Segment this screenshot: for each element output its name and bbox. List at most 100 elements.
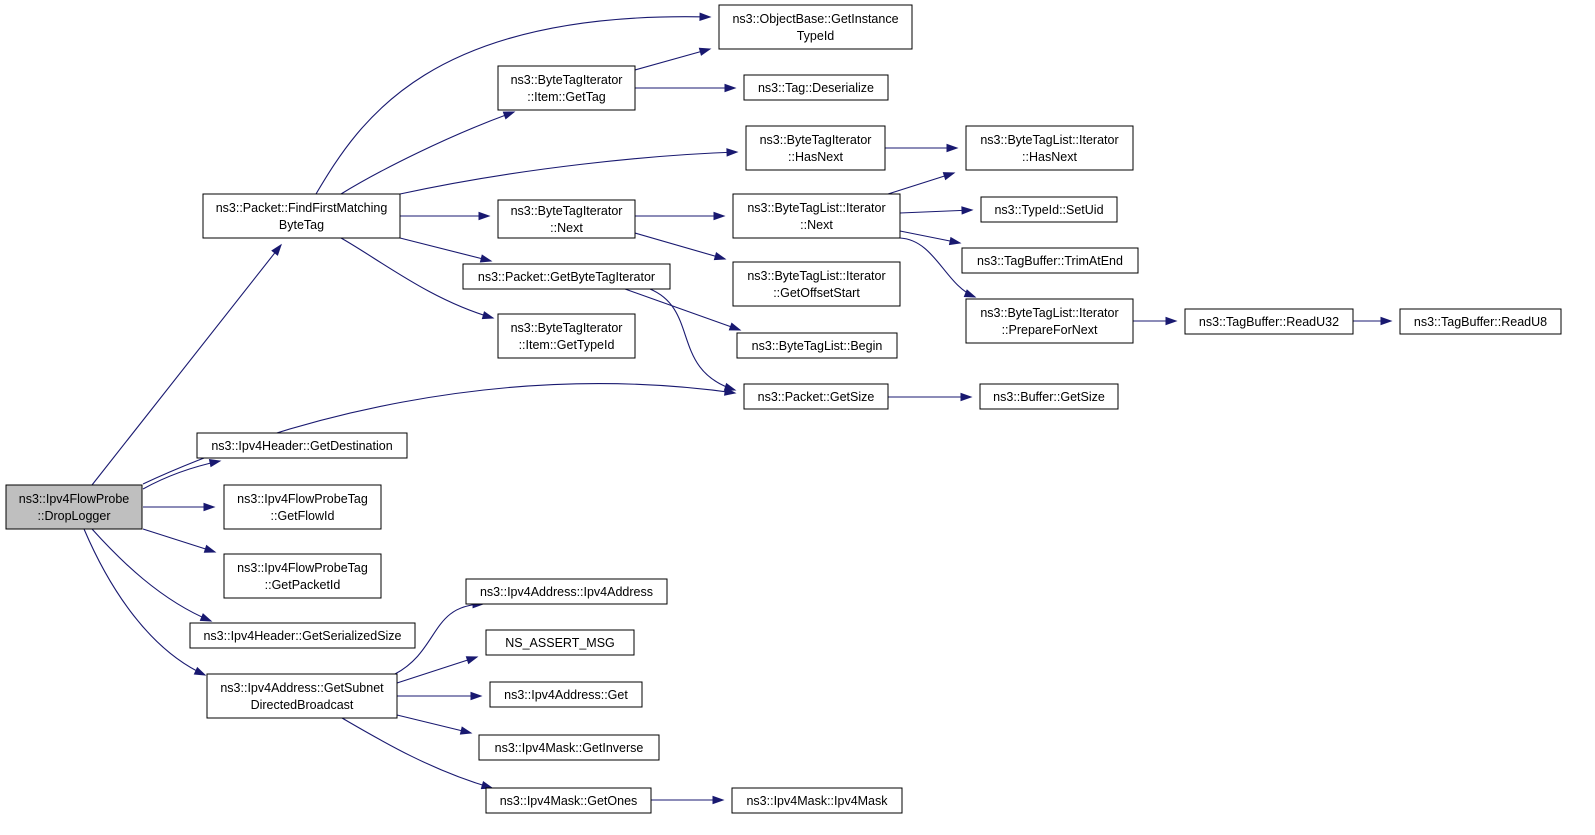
node-label: ::GetFlowId (271, 509, 335, 523)
node-label: ::GetOffsetStart (773, 286, 860, 300)
edge-line (91, 528, 212, 622)
call-edge-n0-to-n24 (83, 528, 207, 676)
function-node[interactable]: ns3::ByteTagList::Iterator::PrepareForNe… (965, 298, 1134, 344)
node-label: ns3::ByteTagList::Begin (752, 339, 883, 353)
arrowhead-icon (199, 613, 213, 622)
node-box (196, 432, 408, 459)
arrowhead-icon (713, 211, 726, 221)
function-node[interactable]: ns3::ByteTagList::Begin (736, 332, 898, 359)
function-node[interactable]: ns3::TagBuffer::TrimAtEnd (961, 247, 1139, 274)
function-node[interactable]: ns3::TagBuffer::ReadU32 (1184, 308, 1354, 335)
node-box (5, 484, 143, 530)
arrowhead-icon (723, 382, 737, 391)
edge-line (341, 717, 493, 789)
function-node[interactable]: ns3::ByteTagIterator::Next (497, 199, 636, 239)
function-node[interactable]: ns3::Packet::GetSize (743, 383, 889, 410)
node-label: ns3::TagBuffer::TrimAtEnd (977, 254, 1123, 268)
function-node[interactable]: ns3::Ipv4Mask::GetInverse (478, 734, 660, 761)
node-label: ns3::TagBuffer::ReadU32 (1199, 315, 1339, 329)
node-box (497, 199, 636, 239)
arrowhead-icon (193, 666, 207, 676)
node-box (1399, 308, 1562, 335)
node-label: ns3::ObjectBase::GetInstance (732, 12, 898, 26)
node-label: ns3::Ipv4Mask::GetOnes (500, 794, 638, 808)
node-label: ns3::Packet::FindFirstMatching (216, 201, 388, 215)
node-label: ::HasNext (788, 150, 843, 164)
node-box (497, 65, 636, 111)
function-node[interactable]: ns3::Ipv4Header::GetDestination (196, 432, 408, 459)
node-box (980, 196, 1118, 223)
function-node[interactable]: ns3::Ipv4Address::Get (489, 681, 643, 708)
function-node[interactable]: ns3::Ipv4Mask::GetOnes (485, 787, 652, 814)
function-node[interactable]: ns3::ByteTagList::Iterator::GetOffsetSta… (732, 261, 901, 307)
arrowhead-icon (948, 236, 962, 246)
node-label: ns3::Ipv4FlowProbe (19, 492, 130, 506)
arrowhead-icon (963, 289, 977, 298)
node-box (732, 193, 901, 239)
arrowhead-icon (699, 12, 712, 21)
arrowhead-icon (502, 111, 516, 120)
node-box (206, 673, 398, 719)
call-edge-n0-to-n22 (142, 528, 217, 553)
node-box (743, 383, 889, 410)
node-label: NS_ASSERT_MSG (505, 636, 615, 650)
root-function-node[interactable]: ns3::Ipv4FlowProbe::DropLogger (5, 484, 143, 530)
call-edge-n24-to-n29 (341, 717, 494, 790)
call-edge-n13-to-n14 (1133, 316, 1178, 326)
function-node[interactable]: ns3::Tag::Deserialize (743, 74, 889, 101)
call-edge-n5-to-n6 (885, 143, 959, 153)
call-edge-n8-to-n6 (887, 172, 956, 195)
arrowhead-icon (459, 726, 473, 735)
node-label: ns3::Ipv4Address::Ipv4Address (480, 585, 653, 599)
node-box (965, 125, 1134, 171)
node-label: ns3::Tag::Deserialize (758, 81, 874, 95)
function-node[interactable]: ns3::ByteTagList::Iterator::HasNext (965, 125, 1134, 171)
function-node[interactable]: ns3::TagBuffer::ReadU8 (1399, 308, 1562, 335)
call-edge-n0-to-n20 (142, 459, 222, 490)
node-box (485, 629, 635, 656)
arrowhead-icon (465, 656, 479, 665)
node-label: ::Item::GetTypeId (519, 338, 615, 352)
edge-line (899, 209, 973, 214)
call-edge-n8-to-n10 (899, 230, 962, 246)
edge-line (340, 111, 515, 195)
node-label: DirectedBroadcast (251, 698, 354, 712)
arrowhead-icon (481, 311, 495, 320)
edge-line (634, 48, 711, 71)
edge-line (142, 460, 221, 490)
edge-line (340, 237, 494, 319)
function-node[interactable]: ns3::ByteTagIterator::Item::GetTypeId (497, 313, 636, 359)
arrowhead-icon (1165, 316, 1178, 326)
function-node[interactable]: ns3::Packet::GetByteTagIterator (462, 263, 671, 290)
function-node[interactable]: ns3::ByteTagList::Iterator::Next (732, 193, 901, 239)
call-edge-n3-to-n4 (635, 83, 737, 93)
function-node[interactable]: ns3::TypeId::SetUid (980, 196, 1118, 223)
node-box (745, 125, 886, 171)
node-label: ns3::Ipv4Address::GetSubnet (220, 681, 384, 695)
arrowhead-icon (478, 211, 491, 221)
function-node[interactable]: ns3::ByteTagIterator::HasNext (745, 125, 886, 171)
call-edge-n24-to-n28 (396, 714, 473, 735)
node-label: ns3::ByteTagIterator (511, 321, 623, 335)
function-node[interactable]: ns3::Ipv4Address::Ipv4Address (465, 578, 668, 605)
node-box (1184, 308, 1354, 335)
function-node[interactable]: ns3::Buffer::GetSize (979, 383, 1119, 410)
function-node[interactable]: ns3::Ipv4Mask::Ipv4Mask (731, 787, 903, 814)
node-box (497, 313, 636, 359)
edge-line (624, 288, 741, 331)
function-node[interactable]: ns3::Ipv4Address::GetSubnetDirectedBroad… (206, 673, 398, 719)
arrowhead-icon (271, 243, 282, 256)
function-node[interactable]: NS_ASSERT_MSG (485, 629, 635, 656)
function-node[interactable]: ns3::Ipv4FlowProbeTag::GetFlowId (223, 484, 382, 530)
arrowhead-icon (961, 206, 974, 215)
call-edge-n0-to-n1 (91, 243, 282, 486)
function-node[interactable]: ns3::Ipv4Header::GetSerializedSize (189, 622, 416, 649)
edge-line (887, 172, 955, 195)
call-edge-n1-to-n16 (340, 237, 495, 320)
function-node[interactable]: ns3::Ipv4FlowProbeTag::GetPacketId (223, 553, 382, 599)
function-node[interactable]: ns3::ByteTagIterator::Item::GetTag (497, 65, 636, 111)
arrowhead-icon (960, 392, 973, 402)
